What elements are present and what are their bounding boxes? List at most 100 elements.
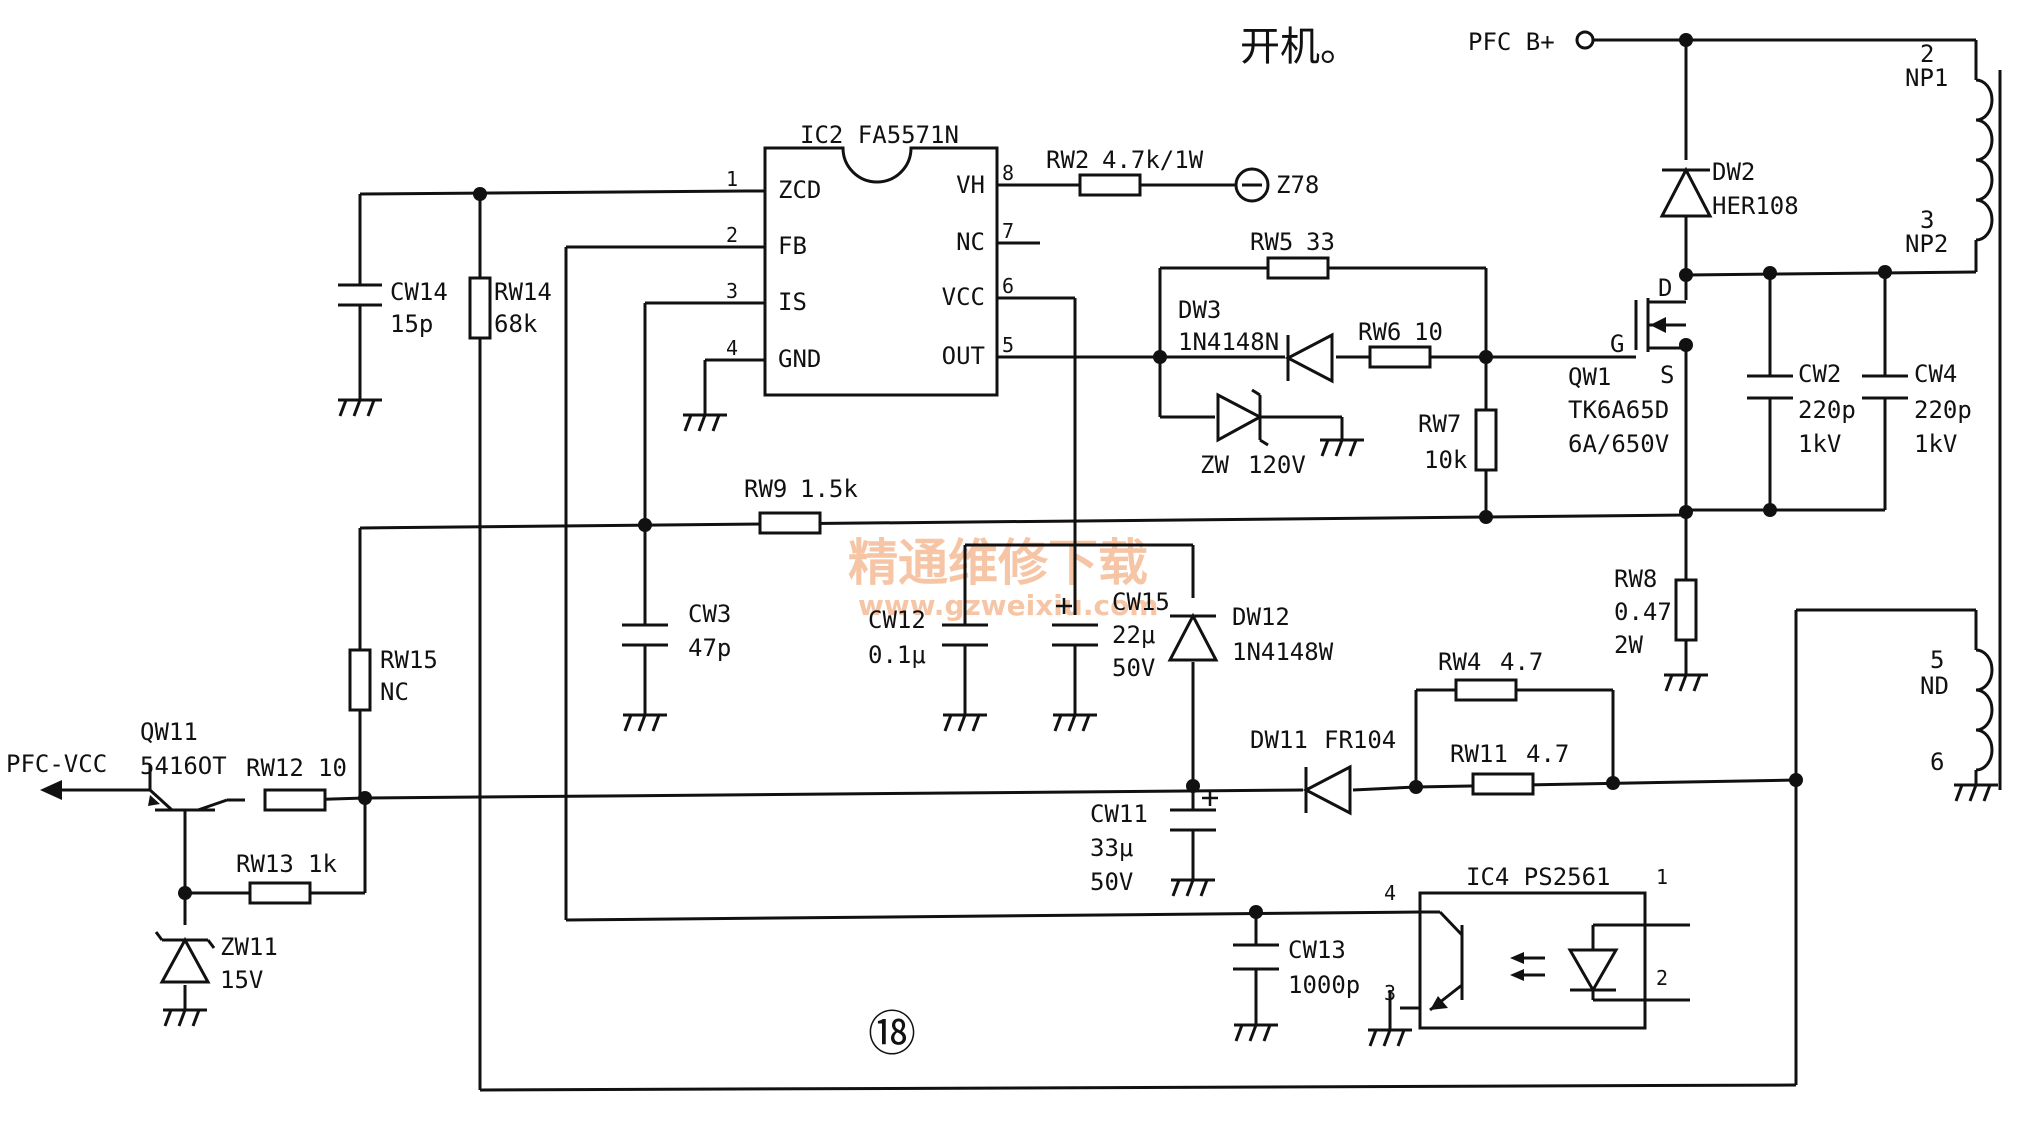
ic2-pin4-num: 4 [726, 336, 738, 360]
diagram-number: ⑱ [868, 1006, 916, 1062]
rw13-value: 1k [308, 850, 337, 878]
ic2-pin-vh: VH [956, 171, 985, 199]
z78-test-point-icon [1234, 167, 1270, 203]
qw11-ref: QW11 [140, 718, 198, 746]
resistor-rw8 [1674, 578, 1698, 642]
rw12-value: 10 [318, 754, 347, 782]
pfc-vcc-label: PFC-VCC [6, 750, 107, 778]
cw3-ref: CW3 [688, 600, 731, 628]
dw11-ref: DW11 [1250, 726, 1308, 754]
transformer-nd-winding [1975, 648, 1994, 772]
ic2-chip: IC2 FA5571N 1 2 3 4 ZCD FB IS GND 8 7 6 … [726, 121, 1040, 397]
rw6-ref: RW6 [1358, 318, 1401, 346]
capacitor-cw3 [622, 623, 668, 655]
pfc-b-terminal [1575, 30, 1595, 50]
resistor-rw13 [248, 881, 312, 905]
nd-pin6: 6 [1930, 748, 1944, 776]
ic2-pin-nc: NC [956, 228, 985, 256]
diode-dw2 [1659, 166, 1713, 218]
dw12-ref: DW12 [1232, 603, 1290, 631]
ic2-pin-gnd: GND [778, 345, 821, 373]
resistor-rw15 [348, 648, 372, 712]
rw8-value2: 2W [1614, 631, 1643, 659]
ic2-pin1-num: 1 [726, 167, 738, 191]
cw2-ref: CW2 [1798, 360, 1841, 388]
cw13-value: 1000p [1288, 971, 1360, 999]
cw11-value2: 50V [1090, 868, 1133, 896]
ic2-pin8-num: 8 [1002, 161, 1014, 185]
dw12-value: 1N4148W [1232, 638, 1334, 666]
ic2-pin-out: OUT [942, 342, 985, 370]
wires [183, 38, 1978, 1092]
ground-icon [683, 413, 727, 432]
resistor-rw6 [1368, 345, 1432, 369]
rw11-ref: RW11 [1450, 740, 1508, 768]
capacitor-cw13 [1233, 943, 1279, 971]
rw5-value: 33 [1306, 228, 1335, 256]
ground-symbols [163, 398, 1998, 1047]
dw3-value: 1N4148N [1178, 328, 1279, 356]
diode-dw3 [1284, 332, 1334, 384]
cw14-value: 15p [390, 310, 433, 338]
cw14-ref: CW14 [390, 278, 448, 306]
ground-icon [163, 1008, 207, 1027]
ground-icon [1320, 438, 1364, 457]
resistor-rw9 [758, 511, 822, 535]
qw1-ref: QW1 [1568, 363, 1611, 391]
resistor-rw4 [1454, 678, 1518, 702]
rw6-value: 10 [1414, 318, 1443, 346]
dw3-ref: DW3 [1178, 296, 1221, 324]
ic2-pin-is: IS [778, 288, 807, 316]
cw12-ref: CW12 [868, 606, 926, 634]
zw11-ref: ZW11 [220, 933, 278, 961]
dw2-value: HER108 [1712, 192, 1799, 220]
nd-label: ND [1920, 672, 1949, 700]
cw12-value: 0.1μ [868, 641, 926, 669]
qw1-value: TK6A65D [1568, 396, 1669, 424]
ground-icon [623, 713, 667, 732]
dw11-value: FR104 [1324, 726, 1396, 754]
qw1-source-label: S [1660, 361, 1674, 389]
rw9-value: 1.5k [800, 475, 858, 503]
rw2-ref: RW2 [1046, 146, 1089, 174]
capacitor-cw14 [338, 283, 382, 307]
capacitor-cw12 [942, 623, 988, 655]
rw9-ref: RW9 [744, 475, 787, 503]
cw15-ref: CW15 [1112, 588, 1170, 616]
mosfet-qw1 [1620, 298, 1686, 359]
np2-pin: 3 [1920, 206, 1934, 234]
ic4-pin4: 4 [1384, 881, 1396, 905]
ground-icon [1053, 713, 1097, 732]
ic4-pin3: 3 [1384, 981, 1396, 1005]
rw15-ref: RW15 [380, 646, 438, 674]
transistor-qw11 [148, 765, 228, 830]
ic2-pin-vcc: VCC [942, 283, 985, 311]
diode-dw11 [1302, 764, 1352, 816]
ic2-pin6-num: 6 [1002, 274, 1014, 298]
np1-pin: 2 [1920, 40, 1934, 68]
cw4-value2: 1kV [1914, 430, 1957, 458]
zener-zw11 [154, 931, 216, 984]
diagram-title: 开机。 [1240, 24, 1360, 70]
rw7-value: 10k [1424, 446, 1468, 474]
zw11-value: 15V [220, 966, 263, 994]
ic4-optocoupler [1418, 891, 1647, 1030]
transformer-np-winding [1975, 78, 1994, 242]
rw7-ref: RW7 [1418, 410, 1461, 438]
nd-pin5: 5 [1930, 646, 1944, 674]
ic4-label: IC4 PS2561 [1466, 863, 1611, 891]
ground-icon [1368, 1028, 1412, 1047]
pfc-b-label: PFC B+ [1468, 28, 1555, 56]
cw3-value: 47p [688, 634, 731, 662]
watermark-text: 精通维修下载 [848, 534, 1148, 592]
rw15-value: NC [380, 678, 409, 706]
junctions [178, 33, 1892, 919]
ic2-pin2-num: 2 [726, 223, 738, 247]
cw4-value: 220p [1914, 396, 1972, 424]
rw11-value: 4.7 [1526, 740, 1569, 768]
cw11-ref: CW11 [1090, 800, 1148, 828]
ic2-label: IC2 FA5571N [800, 121, 959, 149]
zw-value: 120V [1248, 451, 1306, 479]
ic2-pin-fb: FB [778, 232, 807, 260]
